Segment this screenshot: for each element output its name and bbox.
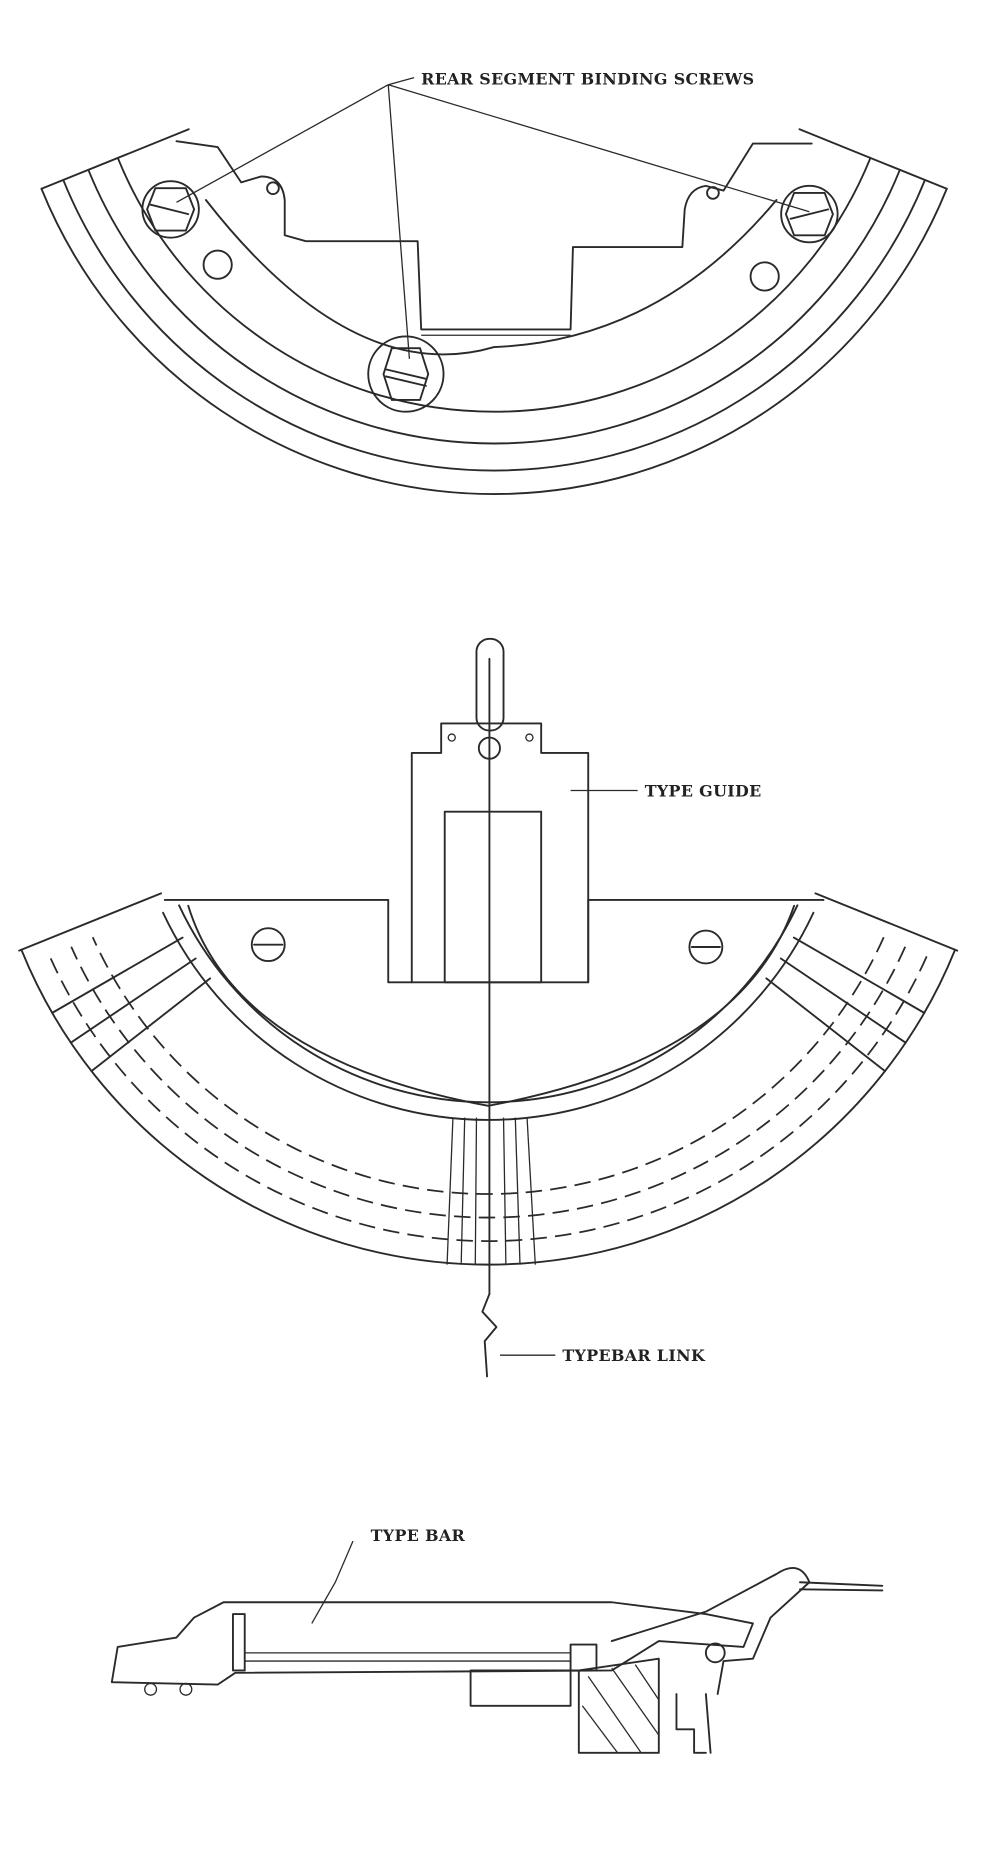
segment-right-end [798,128,948,190]
type-bar-rod [799,1581,884,1587]
typebar-slot-line [90,977,212,1073]
right-small-hole [706,186,720,200]
left-hole [202,249,233,280]
left-segment-screw [250,927,286,963]
type-bar-body [110,1601,754,1686]
typebar-slot-line [765,977,886,1073]
heel-pin [144,1682,158,1696]
type-bar-block [569,1643,598,1672]
rear-segment-figure: REAR SEGMENT BINDING SCREWS [40,70,948,495]
bottom-binding-screw [367,335,445,413]
segment-inner-arc [162,911,815,1121]
type-bar-label: TYPE BAR [371,1526,466,1545]
type-bar-lower-block [469,1669,572,1707]
segment-inner-arc [178,904,799,1104]
leader-lines [176,77,810,359]
plate-lower-arc [204,199,778,356]
segment-dashed-arc [48,955,928,1242]
type-bar-left-slot [232,1613,246,1672]
left-binding-screw [141,180,200,239]
typebar-slot-line [779,957,907,1044]
type-bar-latch [675,1693,707,1754]
segment-right-end [814,892,959,952]
segment-left-end [18,892,162,952]
segment-dashed-arc [70,946,907,1219]
pivot-hole [704,1642,726,1664]
type-bar-leader [311,1540,354,1624]
type-guide-label: TYPE GUIDE [645,781,762,800]
segment-plate-outline [175,140,813,331]
segment-top-plate [163,899,825,984]
typebar-slot-line [792,936,926,1014]
right-segment-screw [688,929,724,965]
right-hole [749,261,780,292]
inner-segment-arc [187,904,796,1107]
segment-outer-arc [20,948,957,1266]
segment-band-arc [116,156,872,413]
typebar-link-label: TYPEBAR LINK [562,1346,706,1365]
segment-dashed-arc [91,936,885,1195]
segment-band-arc [40,187,948,495]
typebar-link-hook [481,1293,498,1378]
segment-arcs [18,892,959,1266]
segment-bands [40,128,948,495]
typebars-fan [446,1117,536,1265]
type-guide-segment-figure: TYPE GUIDE TYPEBAR LINK [18,637,959,1378]
segment-band-arc [87,168,901,445]
type-bar-figure: TYPE BAR [110,1526,884,1754]
right-binding-screw [780,184,839,244]
typebar-slot-line [51,936,184,1014]
typebar-slot-line [69,957,197,1044]
hatched-segment-block [577,1657,660,1754]
type-guide [410,722,590,984]
segment-left-end [40,128,190,190]
type-bar-pivot-arm [610,1567,811,1695]
left-small-hole [266,181,280,196]
segment-band-arc [62,179,926,472]
rear-segment-binding-screws-label: REAR SEGMENT BINDING SCREWS [421,70,754,89]
